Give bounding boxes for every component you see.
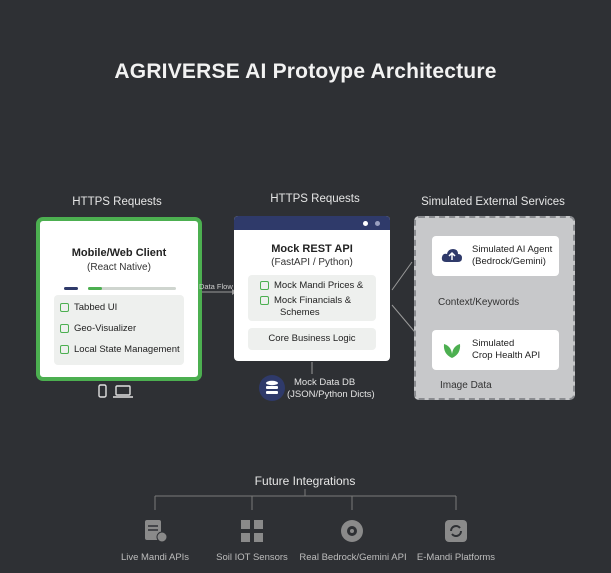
- data-flow-label: Data Flow: [199, 282, 233, 291]
- crop-line2: Crop Health API: [472, 350, 541, 361]
- sensor-icon: [241, 520, 263, 542]
- client-feature-box: Tabbed UI Geo-Visualizer Local State Man…: [54, 295, 184, 365]
- price-icon: [260, 281, 269, 290]
- api-header: HTTPS Requests: [270, 193, 360, 205]
- module-item: Mock Financials &: [260, 295, 351, 306]
- services-header: Simulated External Services: [421, 196, 565, 208]
- ai-agent-line1: Simulated AI Agent: [472, 244, 553, 255]
- client-bar-track: [88, 287, 176, 290]
- future-item-emandi: E-Mandi Platforms: [416, 552, 496, 563]
- api-card: Mock REST API (FastAPI / Python) Mock Ma…: [234, 216, 390, 361]
- api-to-agent-arrow: [391, 261, 413, 291]
- ai-agent-line2: (Bedrock/Gemini): [472, 256, 546, 267]
- api-title: Mock REST API: [271, 243, 353, 255]
- window-dot: [375, 221, 380, 226]
- core-logic-box: Core Business Logic: [248, 328, 376, 350]
- state-icon: [60, 345, 69, 354]
- database-icon: [259, 375, 285, 401]
- mandi-icon: [145, 520, 168, 543]
- cloud-icon: [441, 249, 462, 262]
- future-item-bedrock: Real Bedrock/Gemini API: [299, 552, 407, 563]
- future-item-sensors: Soil IOT Sensors: [216, 552, 288, 563]
- image-data-label: Image Data: [440, 380, 492, 391]
- ai-api-icon: [341, 520, 363, 542]
- client-title: Mobile/Web Client: [71, 247, 167, 259]
- crop-line1: Simulated: [472, 338, 515, 349]
- feature-item: Geo-Visualizer: [60, 323, 136, 334]
- client-subtitle: (React Native): [87, 262, 151, 273]
- ai-agent-card: Simulated AI Agent (Bedrock/Gemini): [432, 236, 559, 276]
- future-header: Future Integrations: [254, 474, 356, 488]
- window-dot: [363, 221, 368, 226]
- module-item: Mock Mandi Prices &: [260, 280, 363, 291]
- client-bar-green: [88, 287, 102, 290]
- map-icon: [60, 324, 69, 333]
- module-item-continuation: Schemes: [280, 307, 320, 318]
- client-bar-dark: [64, 287, 78, 290]
- feature-item: Tabbed UI: [60, 302, 117, 313]
- db-label-1: Mock Data DB: [294, 377, 356, 388]
- crop-health-card: Simulated Crop Health API: [432, 330, 559, 370]
- finance-icon: [260, 296, 269, 305]
- api-modules-box: Mock Mandi Prices & Mock Financials & Sc…: [248, 275, 376, 321]
- client-header: HTTPS Requests: [72, 196, 162, 208]
- leaf-icon: [443, 344, 461, 358]
- platform-icon: [445, 520, 467, 542]
- future-item-mandi: Live Mandi APIs: [120, 552, 190, 563]
- services-panel: Simulated AI Agent (Bedrock/Gemini) Cont…: [414, 216, 575, 400]
- phone-icon: [98, 384, 107, 398]
- page-title: AGRIVERSE AI Protoype Architecture: [114, 60, 497, 83]
- client-card: Mobile/Web Client (React Native) Tabbed …: [36, 217, 202, 381]
- db-label-2: (JSON/Python Dicts): [287, 389, 375, 400]
- laptop-icon: [113, 385, 133, 398]
- context-label: Context/Keywords: [438, 297, 520, 308]
- api-subtitle: (FastAPI / Python): [271, 257, 353, 268]
- feature-item: Local State Management: [60, 344, 180, 355]
- tab-icon: [60, 303, 69, 312]
- device-icons: [98, 384, 133, 398]
- api-header-bar: [234, 216, 390, 230]
